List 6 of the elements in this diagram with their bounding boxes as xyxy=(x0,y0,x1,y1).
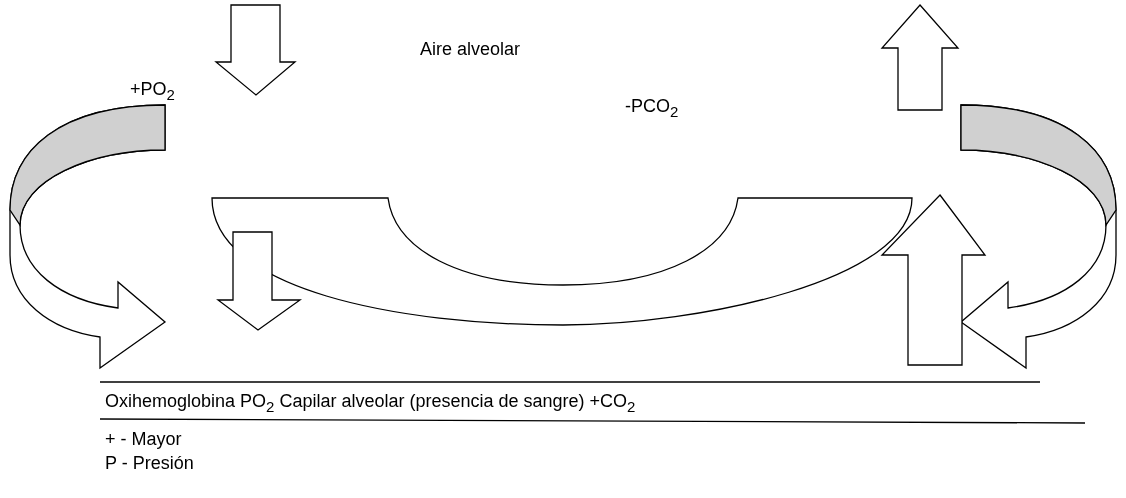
formula-label: +PO$_{2}$ xyxy=(130,78,175,105)
label-text: Aire alveolar xyxy=(420,38,521,60)
legend-text: P - Presión xyxy=(105,452,194,474)
formula-label: -PCO$_{2}$ xyxy=(625,95,679,122)
legend-text: + - Mayor xyxy=(105,428,182,450)
caption-text: Oxihemoglobina PO$_{2}$ Capilar alveolar (presencia de sangre) +CO$_{2}$ xyxy=(105,390,636,417)
